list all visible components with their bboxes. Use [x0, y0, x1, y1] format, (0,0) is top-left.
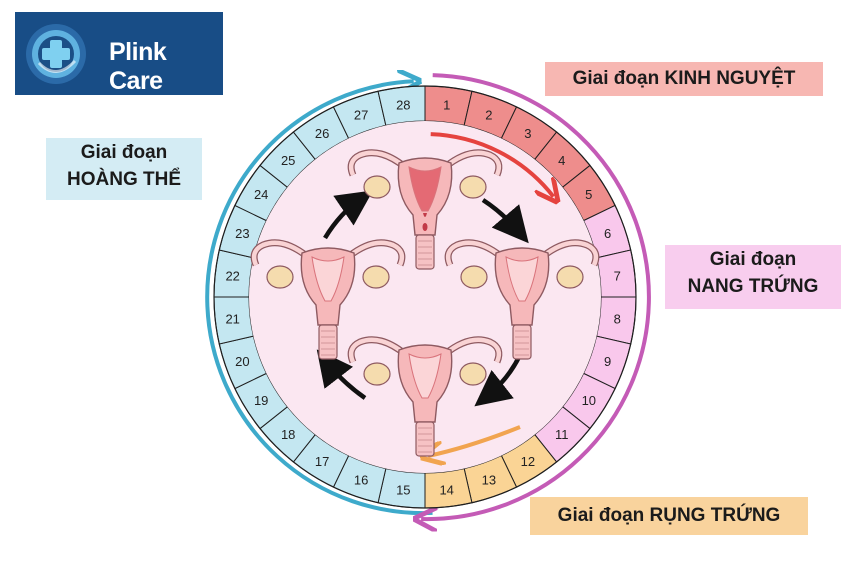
brand-name: Plink Care [109, 38, 167, 95]
arrow-top-right [481, 198, 529, 244]
day-label-7: 7 [614, 268, 621, 283]
arrow-bottom-left [316, 349, 367, 400]
day-label-21: 21 [225, 312, 239, 327]
label-menstrual-text: Giai đoạn KINH NGUYỆT [572, 68, 796, 89]
uterus-illustrations [250, 149, 600, 457]
outer-phase-arcs [205, 73, 651, 519]
day-label-25: 25 [281, 153, 295, 168]
uterus-menstrual [347, 149, 503, 270]
day-label-11: 11 [555, 427, 569, 442]
day-label-5: 5 [585, 187, 592, 202]
uterus-follicular [444, 239, 600, 360]
menstrual-inner-arrow [430, 132, 554, 197]
day-label-27: 27 [354, 107, 368, 122]
day-label-16: 16 [354, 473, 368, 488]
label-ovulation-phase: Giai đoạn RỤNG TRỨNG [530, 497, 808, 535]
day-label-13: 13 [482, 473, 496, 488]
label-luteal-line1: Giai đoạn [80, 142, 168, 163]
uterus-ovulation [347, 336, 503, 457]
day-label-2: 2 [485, 107, 492, 122]
day-label-12: 12 [521, 454, 535, 469]
day-label-18: 18 [281, 427, 295, 442]
label-follicular-line2: NANG TRỨNG [687, 275, 819, 297]
label-ovulation-text: Giai đoạn RỤNG TRỨNG [557, 505, 781, 526]
day-label-3: 3 [524, 126, 531, 141]
day-label-15: 15 [396, 482, 410, 497]
brand-logo: Plink Care [15, 12, 223, 95]
day-label-10: 10 [582, 393, 596, 408]
day-label-26: 26 [315, 126, 329, 141]
day-label-19: 19 [254, 393, 268, 408]
label-menstrual-phase: Giai đoạn KINH NGUYỆT [545, 62, 823, 96]
day-label-24: 24 [254, 187, 268, 202]
label-follicular-phase: Giai đoạn NANG TRỨNG [665, 245, 841, 309]
day-label-4: 4 [558, 153, 565, 168]
day-label-23: 23 [235, 226, 249, 241]
ring-outer-border [213, 85, 637, 509]
day-label-28: 28 [396, 98, 410, 113]
label-follicular-line1: Giai đoạn [709, 249, 797, 270]
medical-cross-circle-icon [26, 24, 86, 84]
uterus-luteal [250, 239, 406, 360]
arrow-top-left [323, 190, 374, 240]
day-label-20: 20 [235, 354, 249, 369]
day-label-22: 22 [225, 268, 239, 283]
menstrual-outer-arc [421, 73, 651, 519]
label-luteal-line2: HOÀNG THỂ [67, 168, 181, 190]
day-label-14: 14 [439, 482, 453, 497]
day-label-8: 8 [614, 312, 621, 327]
day-label-17: 17 [315, 454, 329, 469]
inner-phase-arrows [316, 132, 554, 456]
day-label-1: 1 [443, 98, 450, 113]
day-label-9: 9 [604, 354, 611, 369]
cycle-day-ring: 1234567891011121314151617181920212223242… [213, 85, 637, 509]
ovulation-inner-arrow [428, 425, 521, 456]
label-luteal-phase: Giai đoạn HOÀNG THỂ [46, 138, 202, 200]
day-label-6: 6 [604, 226, 611, 241]
luteal-outer-arc [205, 81, 433, 516]
